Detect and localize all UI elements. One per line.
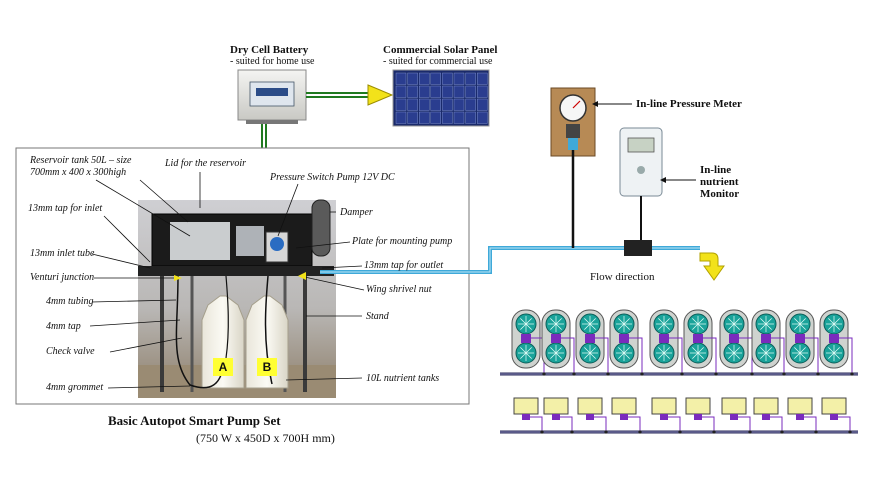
flow-direction-arrow [699, 252, 725, 281]
caption-dimensions: (750 W x 450D x 700H mm) [196, 431, 335, 445]
check-valve-label: Check valve [46, 346, 95, 357]
autopot-tray [721, 397, 752, 434]
flow-direction-label: Flow direction [590, 271, 655, 283]
reservoir-label-2: 700mm x 400 x 300high [30, 167, 127, 178]
autopot-pot [751, 309, 786, 376]
nutrient-monitor-label-3: Monitor [700, 188, 740, 200]
caption-title: Basic Autopot Smart Pump Set [108, 413, 281, 428]
tank-b-label: B [257, 358, 277, 376]
battery-title: Dry Cell Battery [230, 44, 309, 56]
tap-outlet-label: 13mm tap for outlet [364, 260, 444, 271]
nutrient-monitor-label-1: In-line [700, 164, 732, 176]
solar-note: - suited for commercial use [383, 56, 493, 67]
nutrient-monitor-image [619, 127, 663, 256]
lid-label: Lid for the reservoir [165, 158, 247, 169]
autopot-tray [513, 397, 544, 434]
autopot-tray [787, 397, 818, 434]
autopot-pot [819, 309, 854, 376]
tubing-label: 4mm tubing [46, 296, 94, 307]
autopot-pot [649, 309, 684, 376]
solar-title: Commercial Solar Panel [383, 44, 498, 56]
autopot-tray [543, 397, 574, 434]
autopot-tray [821, 397, 852, 434]
plate-label: Plate for mounting pump [352, 236, 453, 247]
venturi-label: Venturi junction [30, 272, 95, 283]
battery-solar-cable [306, 84, 394, 106]
autopot-tray [577, 397, 608, 434]
pump-set-photo [138, 199, 336, 398]
pointer-arrows [89, 101, 696, 389]
autopot-tray [651, 397, 682, 434]
inlet-tube-label: 13mm inlet tube [30, 248, 95, 259]
autopot-pot [511, 309, 546, 376]
autopot-pot [719, 309, 754, 376]
pressure-meter-label: In-line Pressure Meter [636, 98, 742, 110]
pump-label: Pressure Switch Pump 12V DC [270, 172, 395, 183]
autopot-tray [611, 397, 642, 434]
autopot-tray-row [500, 397, 858, 434]
autopot-pot [575, 309, 610, 376]
autopot-pot [541, 309, 576, 376]
grommet-label: 4mm grommet [46, 382, 104, 393]
nutrient-monitor-label-2: nutrient [700, 176, 739, 188]
tap-4mm-label: 4mm tap [46, 321, 81, 332]
autopot-pot-row [500, 309, 858, 376]
battery-image [237, 69, 307, 124]
stand-label: Stand [366, 311, 389, 322]
outlet-tube [320, 246, 700, 274]
pressure-meter-image [550, 87, 596, 248]
nutrient-tanks-label: 10L nutrient tanks [366, 373, 440, 384]
autopot-tray [753, 397, 784, 434]
wing-nut-label: Wing shrivel nut [366, 284, 432, 295]
autopot-pot [683, 309, 718, 376]
tank-a-label: A [213, 358, 233, 376]
autopot-pot [785, 309, 820, 376]
autopot-tray [685, 397, 716, 434]
damper-label: Damper [340, 207, 373, 218]
reservoir-label-1: Reservoir tank 50L – size [30, 155, 132, 166]
tap-inlet-label: 13mm tap for inlet [28, 203, 103, 214]
autopot-pot [609, 309, 644, 376]
solar-panel-image [392, 69, 490, 127]
battery-note: - suited for home use [230, 56, 315, 67]
